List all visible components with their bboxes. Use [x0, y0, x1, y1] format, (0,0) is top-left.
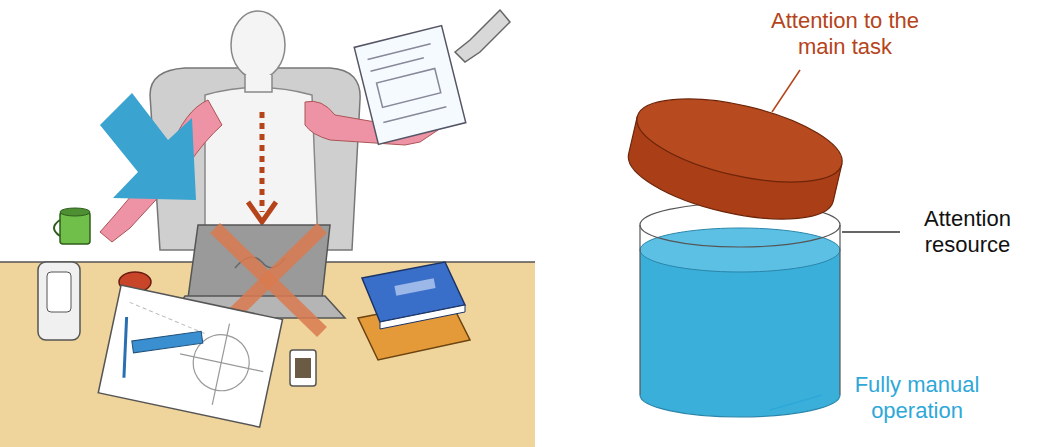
hand: [455, 10, 510, 62]
disk: [621, 83, 850, 235]
attention-arrow: [260, 112, 265, 212]
distraction-arrow: [100, 93, 196, 200]
device: [290, 350, 316, 386]
drawing-sheet: [98, 285, 282, 427]
phone: [38, 262, 80, 340]
document: [354, 26, 466, 145]
task-label: Attention to the main task: [745, 8, 945, 61]
mug: [60, 212, 90, 244]
water: [640, 250, 840, 417]
leader-line: [772, 70, 800, 112]
resource-label: Attention resource: [905, 206, 1030, 259]
head: [231, 11, 285, 79]
leader-line: [770, 395, 822, 410]
torso: [205, 88, 318, 246]
books: [358, 262, 470, 360]
leader-line: [842, 231, 900, 233]
manual-label: Fully manual operation: [822, 372, 1012, 425]
